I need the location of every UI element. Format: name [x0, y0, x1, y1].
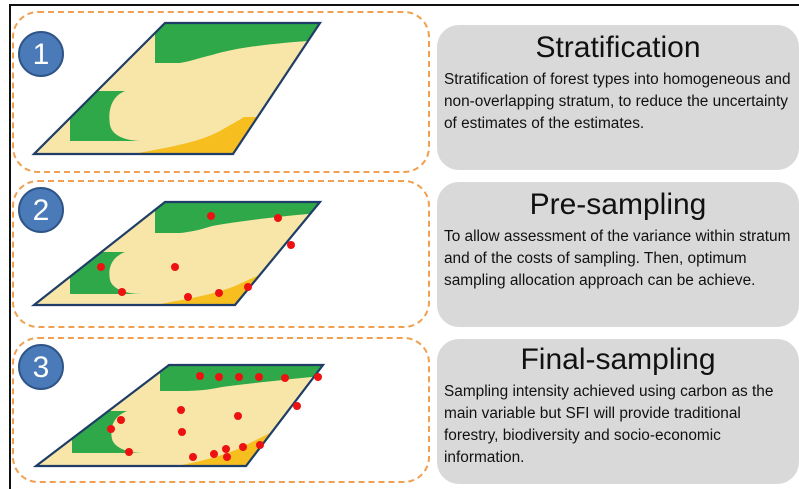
step-3-stratum-map	[32, 363, 326, 468]
sample-point	[210, 450, 218, 458]
step-3-box	[12, 337, 430, 483]
left-green-stratum	[70, 91, 142, 141]
sample-point	[215, 289, 223, 297]
sample-point	[239, 443, 247, 451]
sample-points	[107, 372, 322, 461]
sample-point	[244, 283, 252, 291]
sample-points	[97, 212, 295, 301]
step-2-description: To allow assessment of the variance with…	[444, 228, 791, 289]
step-1-stratum-map	[31, 21, 323, 156]
frame-left-line	[9, 4, 11, 489]
sample-point	[215, 373, 223, 381]
map-outline	[30, 200, 323, 307]
sample-point	[117, 416, 125, 424]
sample-point	[222, 445, 230, 453]
sample-point	[314, 373, 322, 381]
sample-point	[189, 453, 197, 461]
sample-point	[274, 214, 282, 222]
sample-point	[255, 373, 263, 381]
step-1-panel: Stratification Stratification of forest …	[437, 25, 799, 170]
sample-point	[207, 212, 215, 220]
step-1-title: Stratification	[535, 31, 701, 64]
step-1-box	[12, 11, 430, 173]
sample-point	[235, 373, 243, 381]
sample-point	[178, 428, 186, 436]
step-2-panel: Pre-sampling To allow assessment of the …	[437, 182, 799, 327]
frame-top-line	[9, 4, 799, 6]
sample-point	[125, 448, 133, 456]
sample-point	[234, 412, 242, 420]
step-2-number-badge: 2	[18, 187, 64, 233]
sample-point	[171, 263, 179, 271]
dark-green-stratum	[155, 23, 320, 63]
dark-green-stratum	[155, 202, 320, 233]
sample-point	[256, 441, 264, 449]
sample-point	[196, 372, 204, 380]
sample-point	[107, 425, 115, 433]
step-3-description: Sampling intensity achieved using carbon…	[444, 383, 774, 466]
sample-point	[97, 263, 105, 271]
sample-point	[184, 293, 192, 301]
step-2-box	[12, 180, 430, 328]
step-1-description: Stratification of forest types into homo…	[444, 71, 791, 132]
sample-point	[177, 406, 185, 414]
sample-point	[223, 453, 231, 461]
sample-point	[287, 241, 295, 249]
step-3-panel: Final-sampling Sampling intensity achiev…	[437, 339, 799, 484]
sample-point	[118, 288, 126, 296]
map-outline	[32, 363, 326, 468]
map-outline	[31, 21, 323, 156]
step-3-number-badge: 3	[18, 344, 64, 390]
yellow-stratum	[100, 117, 270, 154]
dark-green-stratum	[160, 365, 323, 391]
step-1-number-badge: 1	[18, 31, 64, 77]
sample-point	[281, 374, 289, 382]
step-3-title: Final-sampling	[520, 343, 716, 376]
sample-point	[293, 402, 301, 410]
step-2-stratum-map	[30, 200, 323, 307]
step-2-title: Pre-sampling	[529, 188, 707, 221]
